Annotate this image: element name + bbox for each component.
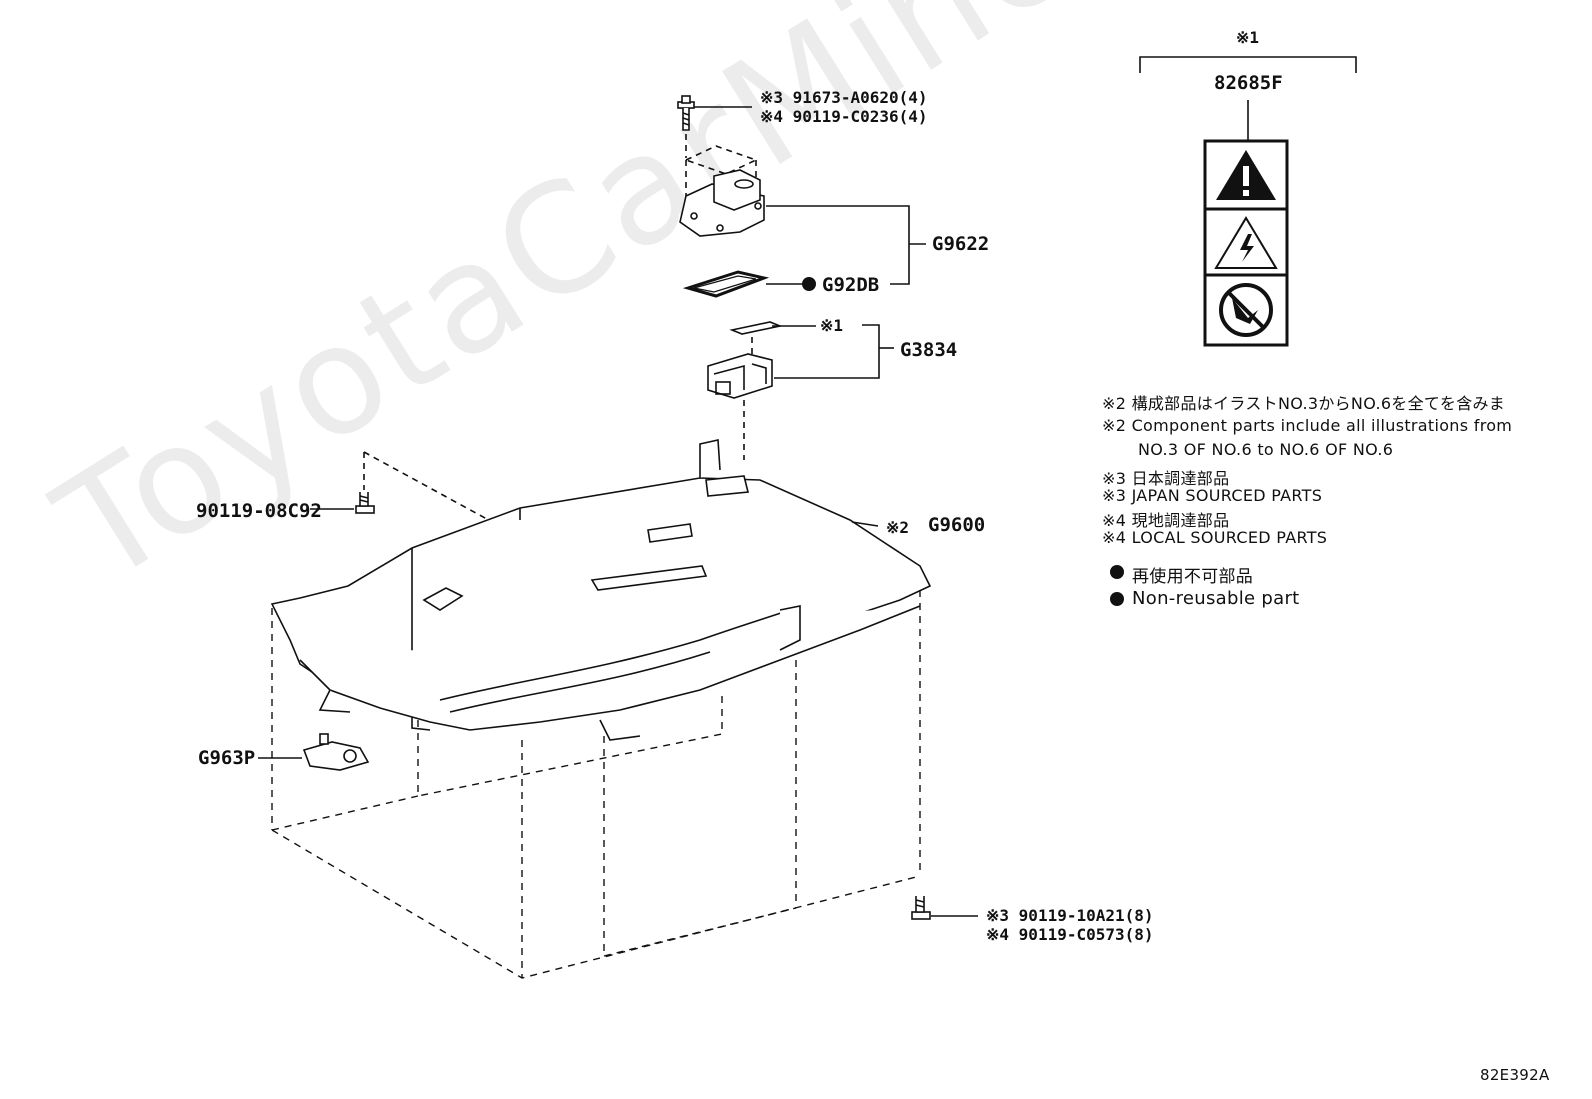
note-3-en: ※3 JAPAN SOURCED PARTS [1102, 486, 1323, 505]
warning-triangle-icon [1216, 150, 1276, 200]
bolt-top-label-b: ※4 90119-C0236(4) [760, 107, 928, 126]
note-4-jp: ※4 現地調達部品 [1102, 511, 1230, 530]
figure-code: 82E392A [1480, 1066, 1550, 1084]
g9600-note-prefix: ※2 [886, 518, 910, 537]
part-label-g92db: G92DB [822, 274, 880, 296]
battery-tray-icon [270, 439, 932, 741]
note-2-en: ※2 Component parts include all illustrat… [1102, 416, 1513, 435]
part-label-g3834: G3834 [900, 339, 958, 361]
sensor-part-icon [302, 733, 370, 771]
bolt-bottom-icon [911, 896, 931, 920]
bolt-bottom-label-b: ※4 90119-C0573(8) [986, 925, 1154, 944]
note-3-jp: ※3 日本調達部品 [1102, 469, 1230, 488]
gasket-part-icon [682, 270, 770, 298]
note-nonreusable-en: Non-reusable part [1132, 588, 1300, 609]
note-2-jp: ※2 構成部品はイラストNO.3からNO.6を全てを含みま [1102, 394, 1506, 413]
inset-part-number: 82685F [1214, 72, 1283, 94]
no-touch-icon [1219, 283, 1273, 337]
connector-part-icon [707, 353, 773, 399]
cover-part-icon [679, 169, 765, 237]
note-2-en-cont: NO.3 OF NO.6 to NO.6 OF NO.6 [1138, 440, 1394, 459]
part-label-g9600: G9600 [928, 514, 986, 536]
bolt-top-icon [677, 95, 695, 131]
part-label-g963p: G963P [198, 747, 256, 769]
part-label-90119-08c92: 90119-08C92 [196, 500, 322, 522]
high-voltage-icon [1214, 216, 1278, 269]
bolt-left-icon [355, 492, 375, 514]
bolt-bottom-label-a: ※3 90119-10A21(8) [986, 906, 1154, 925]
inset-marker: ※1 [1236, 28, 1260, 47]
note1-marker: ※1 [820, 316, 844, 335]
part-label-g9622: G9622 [932, 233, 990, 255]
bolt-top-label-a: ※3 91673-A0620(4) [760, 88, 928, 107]
note-nonreusable-jp: 再使用不可部品 [1132, 567, 1254, 587]
note-4-en: ※4 LOCAL SOURCED PARTS [1102, 528, 1328, 547]
